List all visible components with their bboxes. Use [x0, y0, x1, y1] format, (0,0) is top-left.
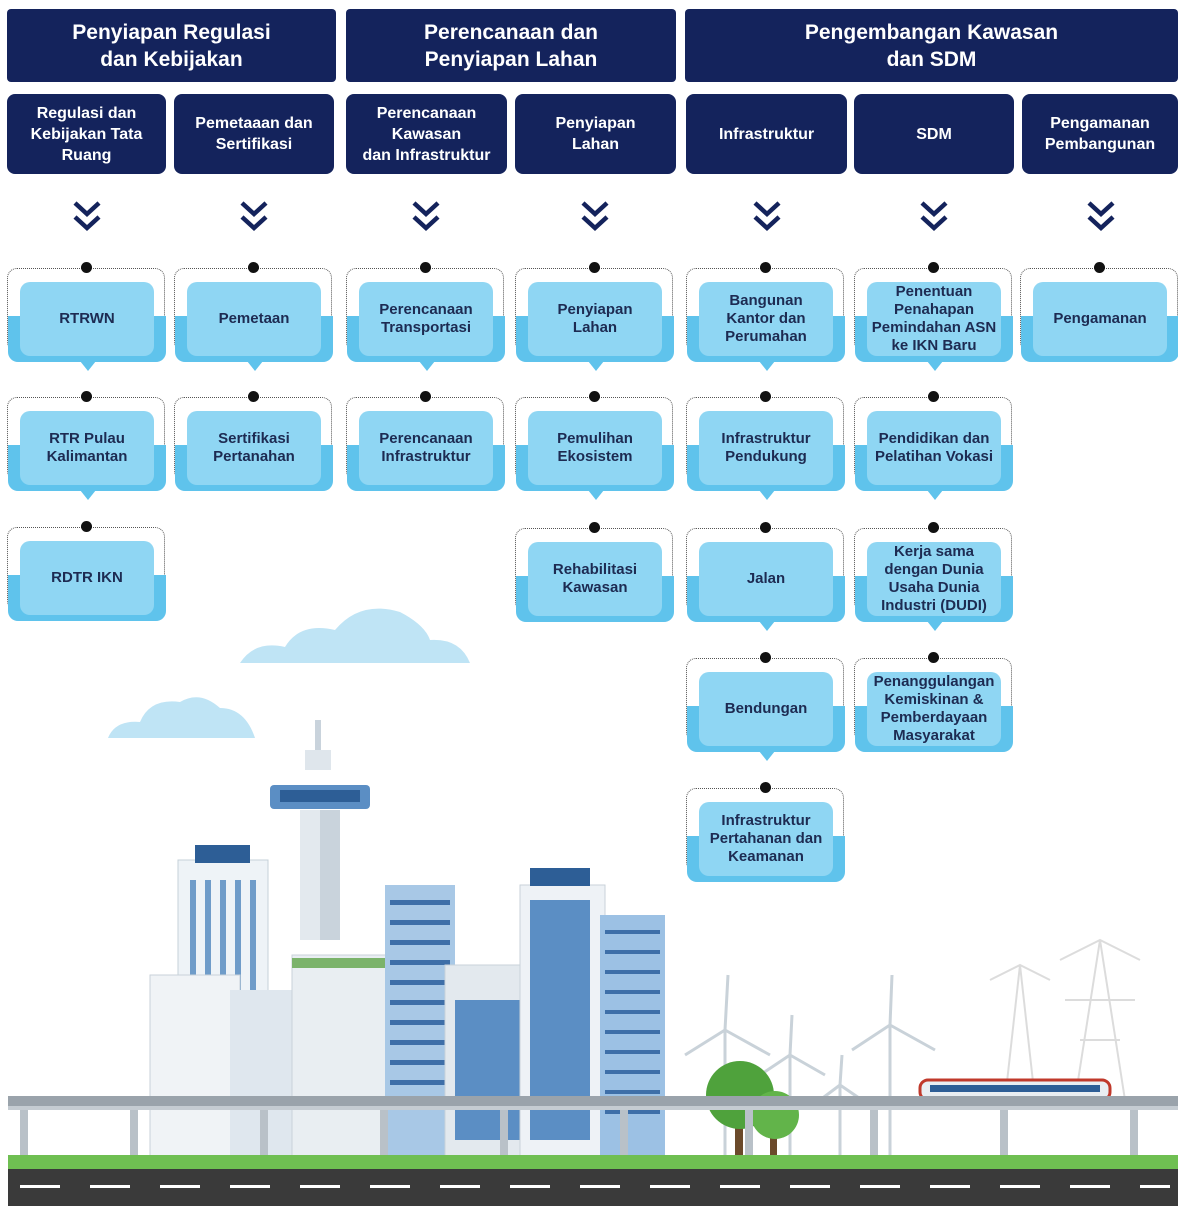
- item-infrastruktur-pendukung: Infrastruktur Pendukung: [686, 391, 846, 500]
- item-label: Perencanaan Transportasi: [379, 301, 473, 336]
- item-label: Pengamanan: [1053, 310, 1147, 327]
- item-rtr-pulau-kalimantan: RTR Pulau Kalimantan: [7, 391, 167, 500]
- subheader-sdm: SDM: [854, 94, 1014, 174]
- subheader-regulasi-tata-ruang: Regulasi dan Kebijakan Tata Ruang: [7, 94, 166, 174]
- cloud-icon: [240, 608, 470, 663]
- item-label: Sertifikasi Pertanahan: [213, 430, 295, 465]
- item-rdtr-ikn: RDTR IKN: [7, 521, 167, 621]
- tower-icon: [270, 720, 370, 940]
- subheader-label: Infrastruktur: [718, 125, 815, 143]
- item-penyiapan-lahan: Penyiapan Lahan: [515, 262, 675, 371]
- header-perencanaan-lahan: Perencanaan dan Penyiapan Lahan: [346, 9, 676, 82]
- building-icon: [600, 915, 665, 1175]
- chevron-down-icon: [920, 201, 948, 232]
- item-rehabilitasi-kawasan: Rehabilitasi Kawasan: [515, 522, 675, 622]
- item-penanggulangan-kemiskinan: Penanggulangan Kemiskinan & Pemberdayaan…: [854, 652, 1014, 752]
- chevron-down-icon: [240, 201, 268, 232]
- building-icon: [149, 974, 310, 1176]
- item-label: Pendidikan dan Pelatihan Vokasi: [874, 430, 994, 465]
- power-tower-icon: [989, 938, 1141, 1101]
- item-label: Pemulihan Ekosistem: [557, 430, 633, 465]
- header-pengembangan-kawasan: Pengembangan Kawasan dan SDM: [685, 9, 1178, 82]
- building-icon: [385, 885, 455, 1175]
- item-label: RTRWN: [59, 310, 115, 327]
- item-label: Perencanaan Infrastruktur: [379, 430, 473, 465]
- item-label: Rehabilitasi Kawasan: [552, 561, 638, 596]
- cloud-icon: [108, 697, 255, 738]
- item-pengamanan: Pengamanan: [1020, 262, 1178, 362]
- item-sertifikasi-pertanahan: Sertifikasi Pertanahan: [174, 391, 334, 491]
- subheader-pemetaan-sertifikasi: Pemetaaan dan Sertifikasi: [174, 94, 334, 174]
- subheader-penyiapan-lahan: Penyiapan Lahan: [515, 94, 676, 174]
- subheader-infrastruktur: Infrastruktur: [686, 94, 847, 174]
- subheader-label: Pemetaaan dan Sertifikasi: [195, 115, 313, 153]
- item-bangunan-kantor: Bangunan Kantor dan Perumahan: [686, 262, 846, 371]
- header-label: Perencanaan dan Penyiapan Lahan: [424, 20, 598, 71]
- subheader-label: Pengamanan Pembangunan: [1044, 115, 1156, 153]
- item-label: Penyiapan Lahan: [557, 301, 633, 336]
- chevron-down-icon: [1087, 201, 1115, 232]
- item-label: Infrastruktur Pendukung: [721, 430, 811, 465]
- subheader-label: Penyiapan Lahan: [555, 115, 636, 153]
- chevron-down-icon: [581, 201, 609, 232]
- chevron-down-icon: [412, 201, 440, 232]
- item-bendungan: Bendungan: [686, 652, 846, 761]
- elevated-railway: [8, 1096, 1178, 1170]
- item-label: Infrastruktur Pertahanan dan Keamanan: [709, 812, 823, 865]
- item-jalan: Jalan: [686, 522, 846, 631]
- item-label: RDTR IKN: [51, 569, 123, 586]
- item-pendidikan-vokasi: Pendidikan dan Pelatihan Vokasi: [854, 391, 1014, 500]
- chevron-down-icon: [753, 201, 781, 232]
- item-label: Penentuan Penahapan Pemindahan ASN ke IK…: [871, 283, 997, 354]
- city-illustration: [8, 608, 1178, 1206]
- item-pemulihan-ekosistem: Pemulihan Ekosistem: [515, 391, 675, 500]
- item-pemetaan: Pemetaan: [174, 262, 334, 371]
- item-label: Penanggulangan Kemiskinan & Pemberdayaan…: [873, 673, 995, 744]
- item-label: Kerja sama dengan Dunia Usaha Dunia Indu…: [881, 543, 987, 614]
- item-label: Pemetaan: [218, 310, 290, 327]
- subheader-label: Perencanaan Kawasan dan Infrastruktur: [362, 104, 491, 164]
- header-label: Pengembangan Kawasan dan SDM: [804, 20, 1059, 71]
- item-label: RTR Pulau Kalimantan: [46, 430, 128, 465]
- subheader-perencanaan-kawasan: Perencanaan Kawasan dan Infrastruktur: [346, 94, 507, 174]
- item-label: Jalan: [746, 570, 786, 587]
- item-infrastruktur-pertahanan: Infrastruktur Pertahanan dan Keamanan: [686, 782, 846, 882]
- item-rtrwn: RTRWN: [7, 262, 167, 371]
- item-kerja-sama-dudi: Kerja sama dengan Dunia Usaha Dunia Indu…: [854, 522, 1014, 631]
- header-penyiapan-regulasi: Penyiapan Regulasi dan Kebijakan: [7, 9, 336, 82]
- item-label: Bendungan: [724, 700, 808, 717]
- header-label: Penyiapan Regulasi dan Kebijakan: [72, 20, 271, 71]
- chevron-down-icon: [73, 201, 101, 232]
- item-perencanaan-infrastruktur: Perencanaan Infrastruktur: [346, 391, 506, 491]
- subheader-pengamanan: Pengamanan Pembangunan: [1022, 94, 1178, 174]
- subheader-label: SDM: [916, 125, 952, 143]
- building-icon: [291, 954, 393, 1176]
- item-perencanaan-transportasi: Perencanaan Transportasi: [346, 262, 506, 371]
- building-icon: [519, 868, 606, 1176]
- item-label: Bangunan Kantor dan Perumahan: [725, 292, 807, 345]
- item-penentuan-penahapan-asn: Penentuan Penahapan Pemindahan ASN ke IK…: [854, 262, 1014, 371]
- subheader-label: Regulasi dan Kebijakan Tata Ruang: [30, 104, 143, 164]
